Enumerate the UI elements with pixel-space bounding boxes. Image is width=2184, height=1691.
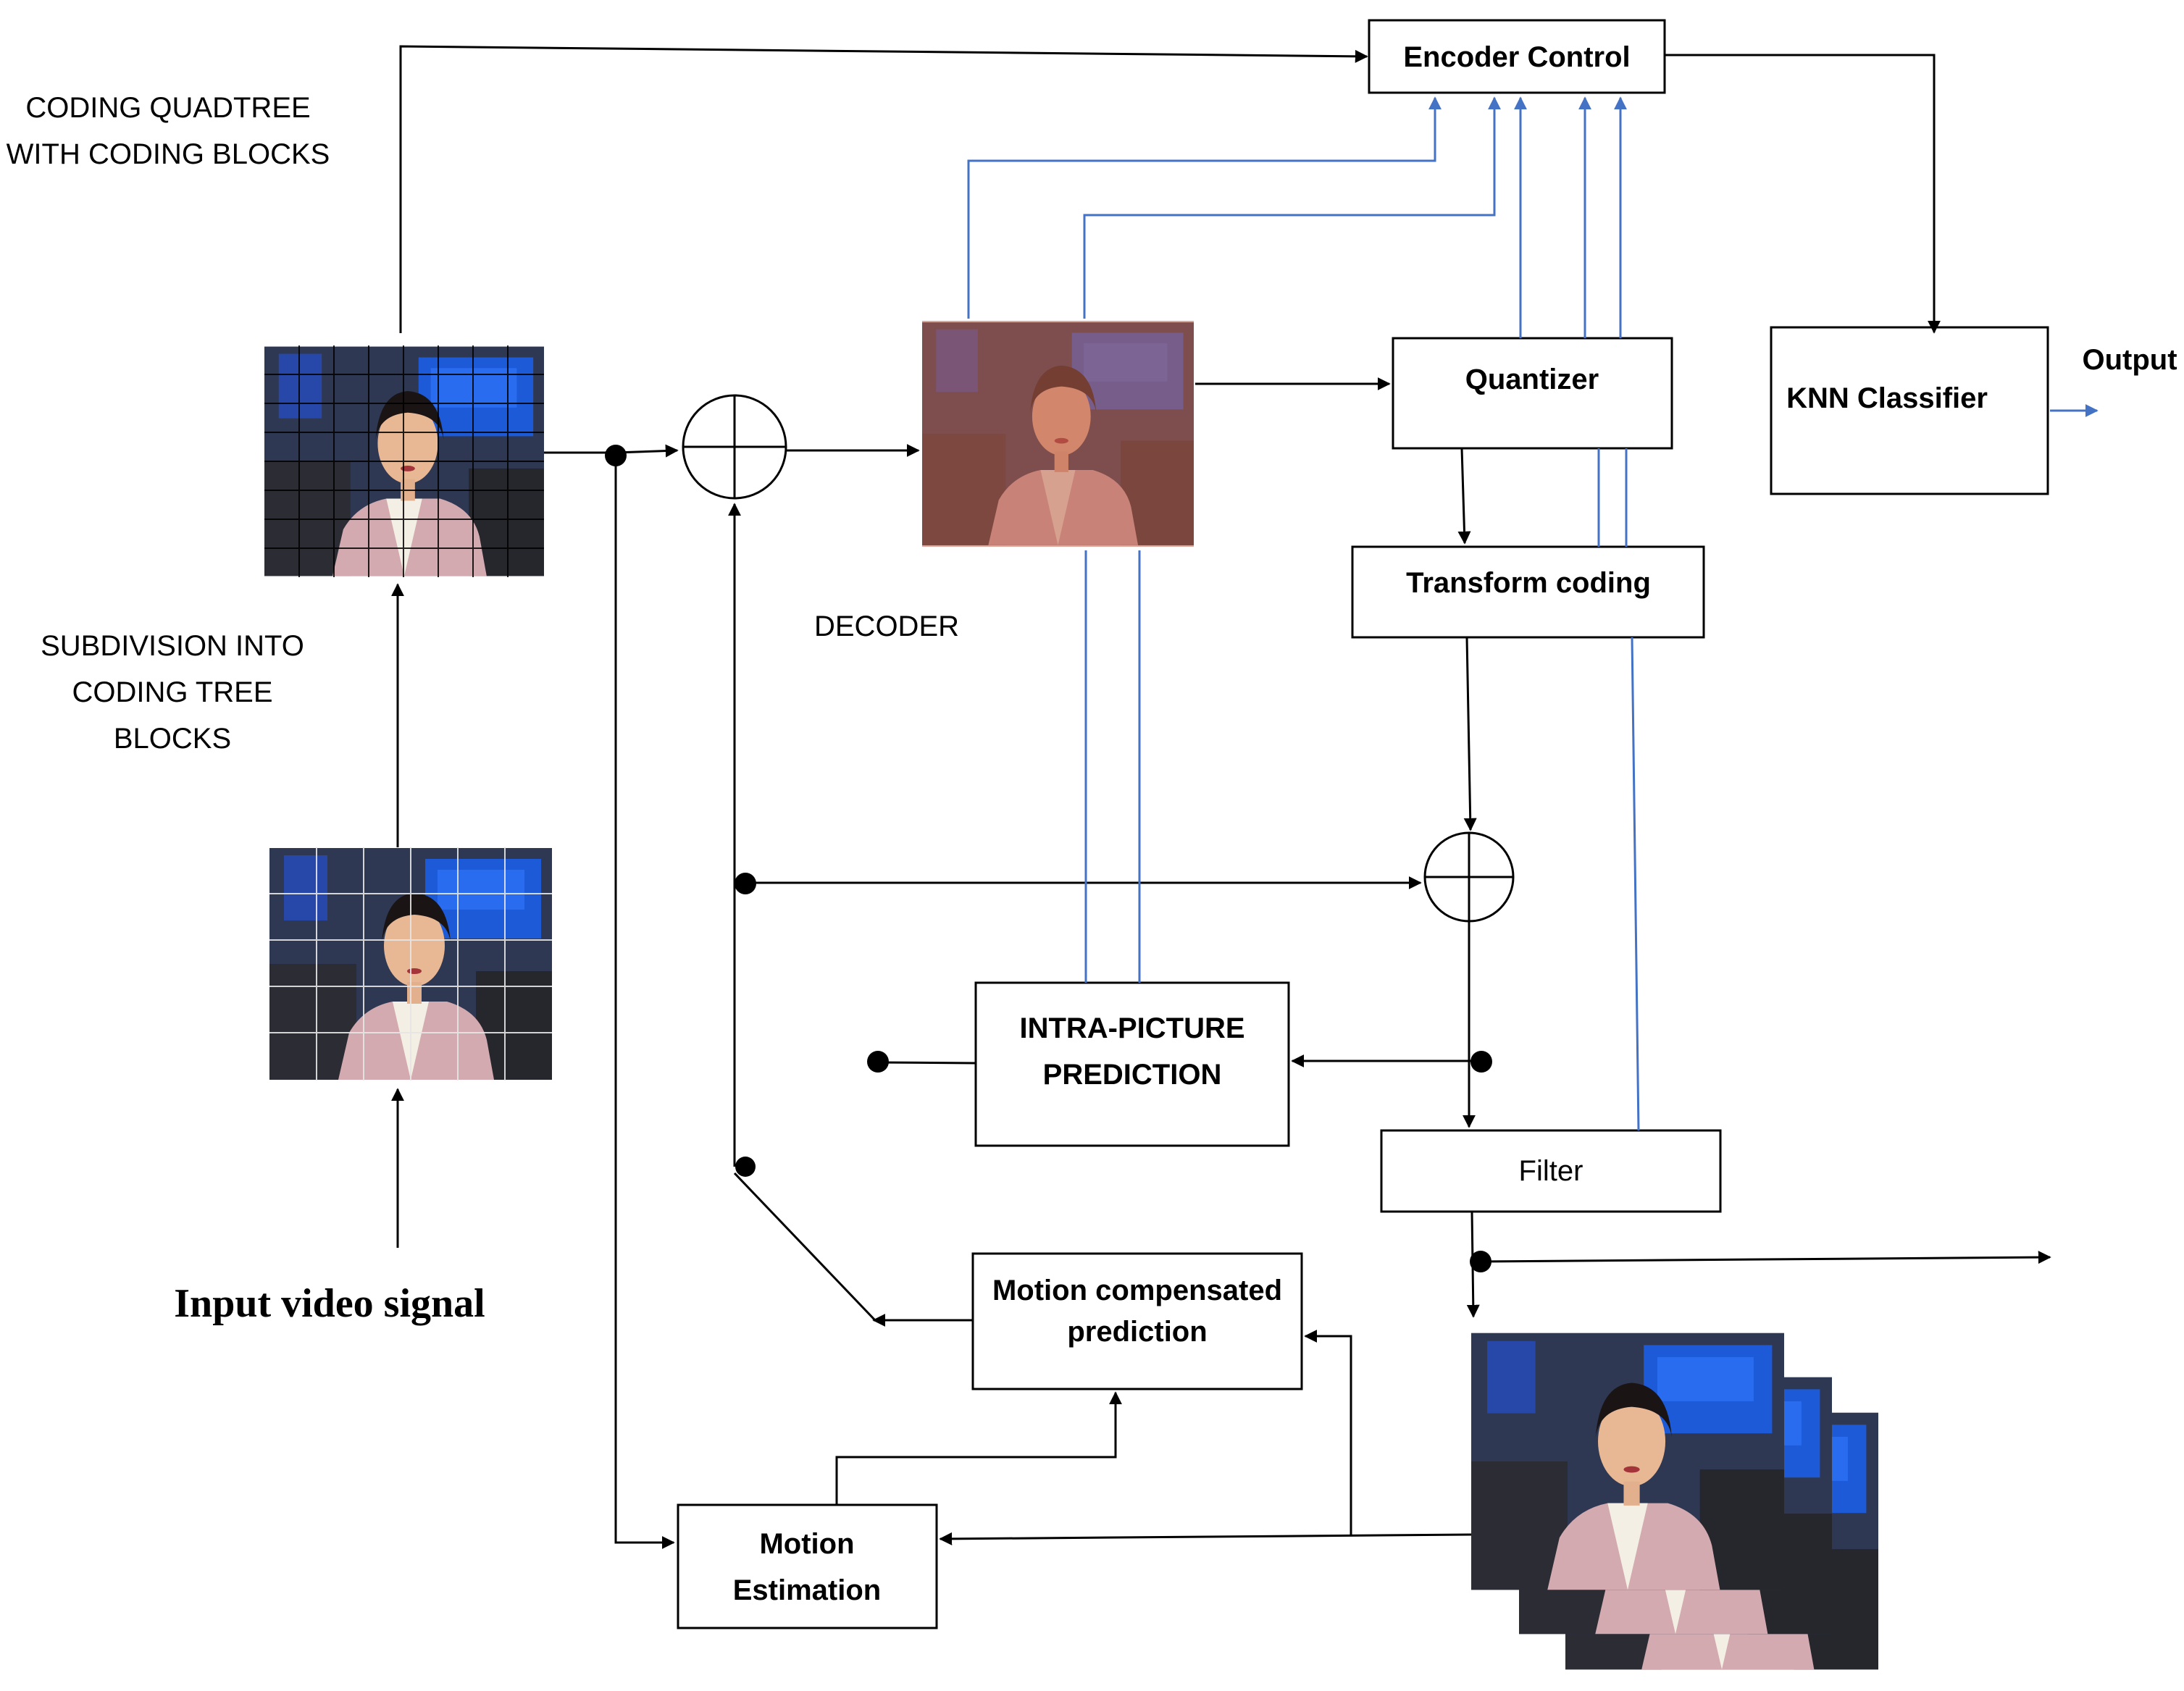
motion-estimation-label-line2: Estimation [733,1574,881,1606]
coding-quadtree-line2: WITH CODING BLOCKS [7,138,330,170]
coding-quadtree-caption: CODING QUADTREE WITH CODING BLOCKS [7,92,330,170]
subdivision-caption: SUBDIVISION INTO CODING TREE BLOCKS [41,630,304,755]
filter-block: Filter [1380,1129,1722,1213]
quantizer-label: Quantizer [1465,364,1599,395]
input-video-signal-label: Input video signal [174,1281,485,1326]
junction-dots [605,445,1492,1272]
intra-prediction-label-line1: INTRA-PICTURE [1019,1012,1244,1044]
decoder-frame [922,321,1194,547]
motion-compensated-label-line1: Motion compensated [992,1275,1282,1306]
summing-junction-icon [1423,831,1515,923]
encoder-control-block: Encoder Control [1368,19,1666,94]
coding-quadtree-frame [264,345,544,577]
signal-wires [391,45,2099,1549]
summing-junction-icon [682,394,787,500]
motion-estimation-label-line1: Motion [759,1528,854,1560]
subdivision-line3: BLOCKS [114,723,231,755]
output-label: Output [2082,344,2177,376]
intra-prediction-label-line2: PREDICTION [1043,1059,1222,1091]
intra-prediction-block: INTRA-PICTURE PREDICTION [974,981,1290,1147]
control-feedback-wires [967,96,1640,1131]
subdivision-line2: CODING TREE [72,676,272,708]
filter-label: Filter [1519,1155,1583,1187]
motion-compensated-prediction-block: Motion compensated prediction [971,1252,1303,1390]
quantizer-block: Quantizer [1392,337,1673,450]
coding-tree-blocks-frame [269,847,552,1081]
transform-coding-block: Transform coding [1351,545,1705,639]
transform-coding-label: Transform coding [1406,567,1651,599]
decoder-label: DECODER [814,610,959,642]
knn-classifier-block: KNN Classifier [1770,326,2049,495]
motion-estimation-block: Motion Estimation [677,1503,938,1629]
reference-frame-stack [1471,1333,1878,1670]
knn-classifier-label: KNN Classifier [1786,382,1988,414]
coding-quadtree-line1: CODING QUADTREE [25,92,310,124]
encoder-control-label: Encoder Control [1403,41,1630,73]
subdivision-line1: SUBDIVISION INTO [41,630,304,662]
motion-compensated-label-line2: prediction [1067,1316,1207,1348]
